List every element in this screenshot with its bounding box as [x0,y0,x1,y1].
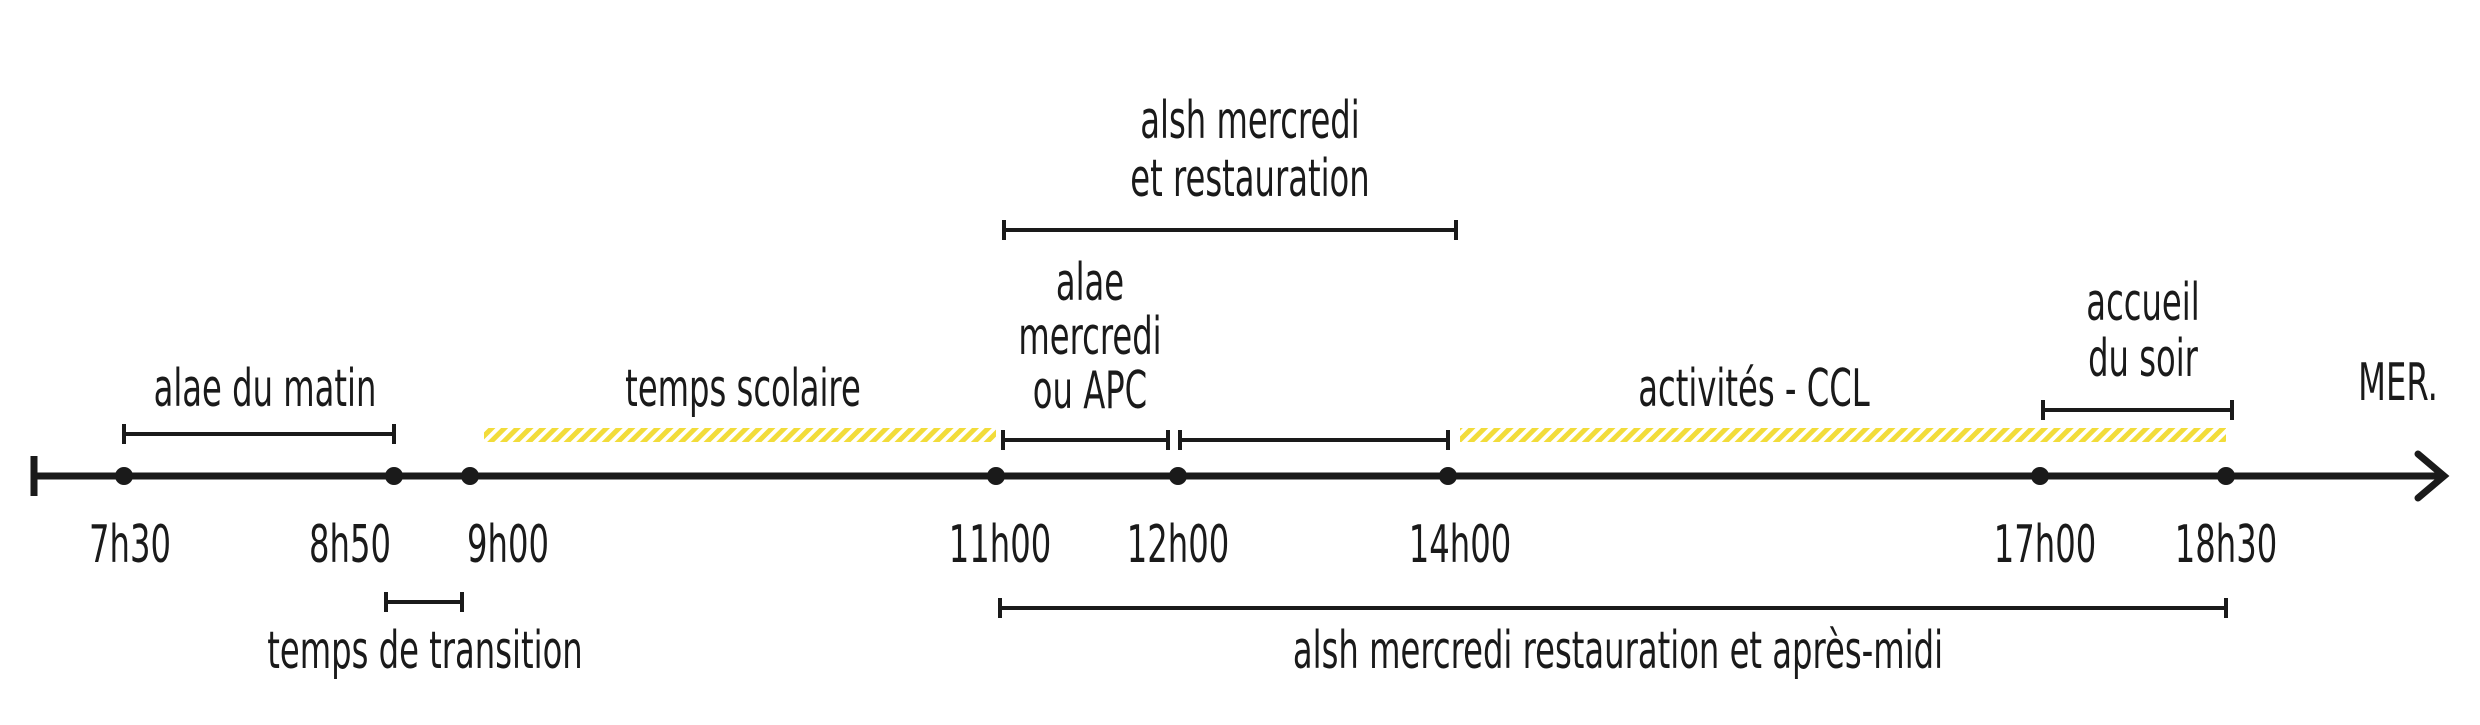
time-label-t0730: 7h30 [89,515,171,575]
time-label-t1200: 12h00 [1127,515,1229,575]
period-band-temps-scolaire [484,428,996,442]
time-label-t1830: 18h30 [2175,515,2277,575]
period-label-accueil-soir-line-1: du soir [2088,329,2198,389]
period-label-alae-matin-line-0: alae du matin [154,359,377,419]
time-label-t0900: 9h00 [467,515,549,575]
axis-arrow-icon [2414,450,2450,502]
time-point-t1400 [1439,467,1457,485]
time-label-t1400: 14h00 [1409,515,1511,575]
time-point-t1200 [1169,467,1187,485]
period-activites-ccl [1460,428,2226,442]
period-alae-matin [122,424,396,444]
period-transition [384,592,464,612]
period-label-temps-scolaire-line-0: temps scolaire [625,359,861,419]
period-label-alae-mercredi-line-1: mercredi [1018,307,1161,367]
period-midi [1178,430,1450,450]
period-alsh-apres-midi [998,598,2228,618]
period-label-alae-mercredi-line-0: alae [1056,253,1124,313]
time-point-t0900 [461,467,479,485]
time-point-t1700 [2031,467,2049,485]
time-label-t0850: 8h50 [309,515,391,575]
period-accueil-soir [2041,400,2234,420]
period-label-alsh-restauration-line-1: et restauration [1130,149,1369,209]
time-point-t1830 [2217,467,2235,485]
period-label-transition-line-0: temps de transition [267,621,582,681]
period-label-alae-mercredi-line-2: ou APC [1033,361,1147,421]
time-label-t1700: 17h00 [1994,515,2096,575]
period-temps-scolaire [484,428,996,442]
period-label-alsh-apres-midi-line-0: alsh mercredi restauration et après-midi [1293,621,1943,681]
period-label-alsh-restauration-line-0: alsh mercredi [1140,91,1359,151]
time-point-t1100 [987,467,1005,485]
period-band-activites-ccl [1460,428,2226,442]
time-point-t0730 [115,467,133,485]
time-point-t0850 [385,467,403,485]
period-alae-mercredi [1001,430,1170,450]
period-alsh-restauration [1002,220,1458,240]
time-label-t1100: 11h00 [949,515,1051,575]
period-label-accueil-soir-line-0: accueil [2086,273,2199,333]
day-label: MER. [2358,353,2438,413]
period-label-activites-ccl-line-0: activités - CCL [1638,359,1869,419]
